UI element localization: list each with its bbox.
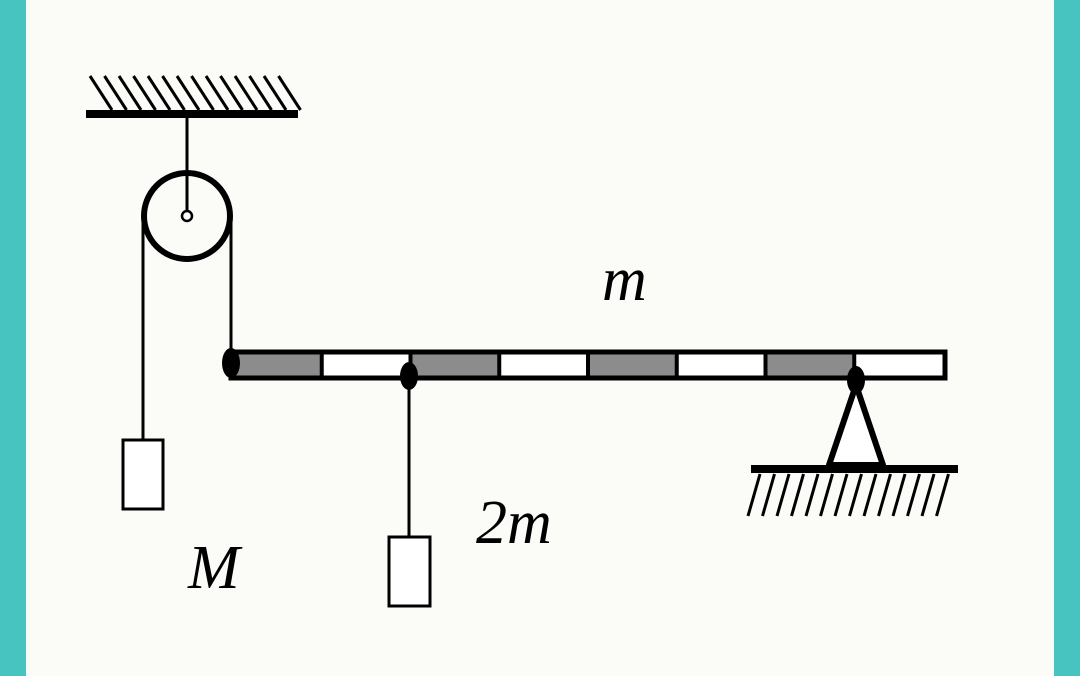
ceiling-hatch-stroke: [146, 75, 172, 111]
ground-hatch-stroke: [877, 473, 892, 517]
ceiling: [86, 75, 302, 118]
ground-hatch-stroke: [862, 473, 878, 517]
attach-point-2m: [400, 362, 418, 390]
ceiling-hatch-stroke: [117, 75, 143, 111]
ground-hatch-stroke: [804, 473, 820, 517]
ground-hatch-stroke: [761, 473, 776, 517]
rod-segment: [410, 354, 500, 376]
rod-segment: [588, 354, 677, 376]
ceiling-hatch-stroke: [262, 75, 288, 111]
ground-hatch-stroke: [935, 473, 950, 517]
ceiling-hatch-stroke: [190, 75, 215, 111]
ground-hatch-stroke: [891, 473, 907, 517]
ground-hatch-stroke: [819, 473, 834, 517]
ceiling-hatch-stroke: [161, 75, 186, 111]
ceiling-hatch-stroke: [175, 75, 201, 111]
ceiling-hatch-stroke: [219, 75, 244, 111]
ceiling-hatch-stroke: [248, 75, 273, 111]
ground-hatch-stroke: [746, 473, 762, 517]
ceiling-hatch-stroke: [103, 75, 128, 111]
ground-hatch-stroke: [906, 473, 921, 517]
ceiling-hatch: [88, 75, 302, 111]
pulley-axle: [180, 209, 194, 223]
mass-2m-label: 2m: [476, 489, 552, 557]
ground-hatch-stroke: [920, 473, 936, 517]
mass-2m-block: [387, 535, 432, 608]
ceiling-hatch-stroke: [277, 75, 302, 111]
rod-segment: [854, 354, 943, 376]
rod-segments: [228, 349, 948, 381]
ceiling-hatch-stroke: [233, 75, 259, 111]
support-pivot: [847, 366, 865, 394]
ground-hatch-stroke: [790, 473, 805, 517]
ground-hatch-stroke: [848, 473, 863, 517]
rod-segment: [765, 354, 855, 376]
rod-segment: [676, 354, 766, 376]
mass-M-label: M: [187, 534, 243, 602]
rod-segment: [233, 354, 322, 376]
rod: [228, 349, 948, 381]
ground-hatch-stroke: [833, 473, 849, 517]
rod-left-pivot: [222, 348, 240, 378]
ceiling-hatch-stroke: [132, 75, 157, 111]
ground-hatch: [746, 473, 950, 517]
ceiling-hatch-stroke: [204, 75, 230, 111]
rod-mass-label: m: [602, 246, 647, 314]
ceiling-hatch-stroke: [88, 75, 114, 111]
ground-hatch-stroke: [775, 473, 791, 517]
rod-segment: [321, 354, 411, 376]
mass-M-block: [121, 438, 165, 511]
rod-segment: [499, 354, 588, 376]
